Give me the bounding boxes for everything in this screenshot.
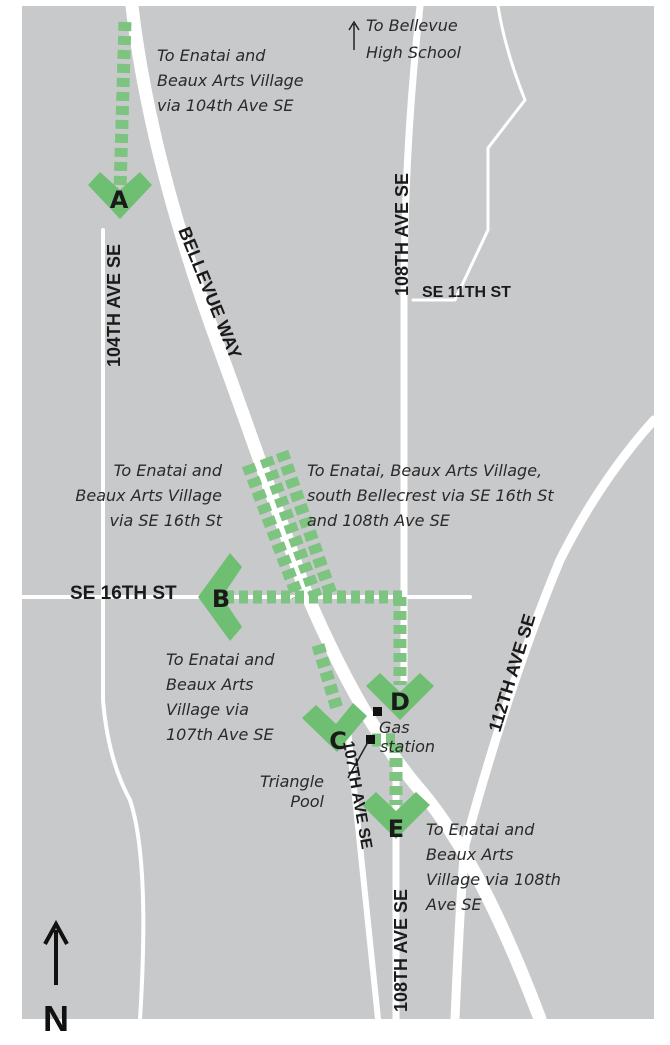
arrow-up-icon	[348, 20, 360, 50]
local-road	[411, 4, 527, 302]
road-104th-ave-se	[101, 228, 146, 1021]
pool-icon	[366, 735, 375, 744]
note-line: To Enatai and	[426, 820, 535, 839]
label-se-11th-st: SE 11TH ST	[422, 284, 511, 301]
note-route-e: To Enatai and Beaux Arts Village via 108…	[425, 820, 561, 914]
label-gas-station: Gas station	[379, 718, 435, 756]
note-line: Beaux Arts Village	[157, 71, 304, 90]
route-diagonal-mid	[259, 455, 323, 600]
note-line: Gas	[379, 718, 410, 737]
route-c	[311, 643, 345, 714]
note-route-a: To Enatai and Beaux Arts Village via 104…	[157, 46, 304, 115]
marker-c-label: C	[329, 727, 347, 755]
note-route-d: To Enatai, Beaux Arts Village, south Bel…	[307, 461, 554, 530]
note-line: Village via 108th	[426, 870, 561, 889]
note-route-b: To Enatai and Beaux Arts Village via SE …	[75, 461, 222, 530]
marker-e-label: E	[388, 815, 404, 843]
marker-a-label: A	[110, 186, 129, 214]
note-line: 107th Ave SE	[166, 725, 275, 744]
pool-leader-line	[347, 741, 369, 779]
note-line: To Enatai and	[166, 650, 275, 669]
note-line: south Bellecrest via SE 16th St	[307, 486, 554, 505]
road-112th-ave-se	[450, 415, 659, 1024]
marker-b-label: B	[212, 585, 230, 613]
detour-routes	[113, 21, 407, 805]
note-line: Ave SE	[425, 895, 483, 914]
note-line: To Bellevue	[366, 16, 458, 35]
note-line: To Enatai and	[114, 461, 223, 480]
marker-d-chevron	[366, 673, 434, 720]
note-line: High School	[366, 43, 462, 62]
note-line: via 104th Ave SE	[157, 96, 294, 115]
note-line: Triangle	[260, 772, 324, 791]
note-bellevue-high-school: To Bellevue High School	[348, 16, 462, 62]
label-triangle-pool: Triangle Pool	[260, 772, 325, 811]
route-diagonal-east	[275, 449, 339, 600]
north-arrow: N	[43, 919, 69, 1039]
marker-c-chevron	[302, 703, 367, 752]
arrowhead-icon	[43, 919, 69, 945]
gas-station-icon	[373, 707, 382, 716]
label-104th-ave-se: 104TH AVE SE	[104, 244, 124, 367]
road-bellevue-way	[125, 0, 547, 1026]
road-107th-ave-se	[344, 717, 381, 1022]
marker-d-label: D	[390, 688, 410, 716]
note-route-c: To Enatai and Beaux Arts Village via 107…	[166, 650, 275, 744]
note-line: via SE 16th St	[110, 511, 223, 530]
marker-e-chevron	[362, 792, 430, 839]
note-line: Beaux Arts	[166, 675, 253, 694]
note-line: To Enatai and	[157, 46, 266, 65]
note-line: Beaux Arts Village	[75, 486, 222, 505]
label-108th-ave-se-south: 108TH AVE SE	[391, 889, 411, 1012]
land-area	[22, 6, 654, 1019]
route-a	[113, 21, 132, 191]
route-diagonal-west	[241, 462, 305, 600]
note-line: and 108th Ave SE	[307, 511, 451, 530]
note-line: Village via	[166, 700, 249, 719]
north-label: N	[43, 998, 69, 1039]
label-108th-ave-se-north: 108TH AVE SE	[392, 173, 412, 296]
marker-a-chevron	[88, 172, 152, 219]
note-line: station	[380, 737, 435, 756]
marker-b-chevron	[198, 553, 242, 641]
route-markers	[88, 172, 434, 839]
note-line: To Enatai, Beaux Arts Village,	[307, 461, 542, 480]
note-line: Pool	[290, 792, 324, 811]
note-line: Beaux Arts	[426, 845, 513, 864]
road-108th-ave-se-north	[400, 2, 424, 684]
label-se-16th-st: SE 16TH ST	[70, 583, 177, 604]
route-e	[372, 733, 403, 805]
